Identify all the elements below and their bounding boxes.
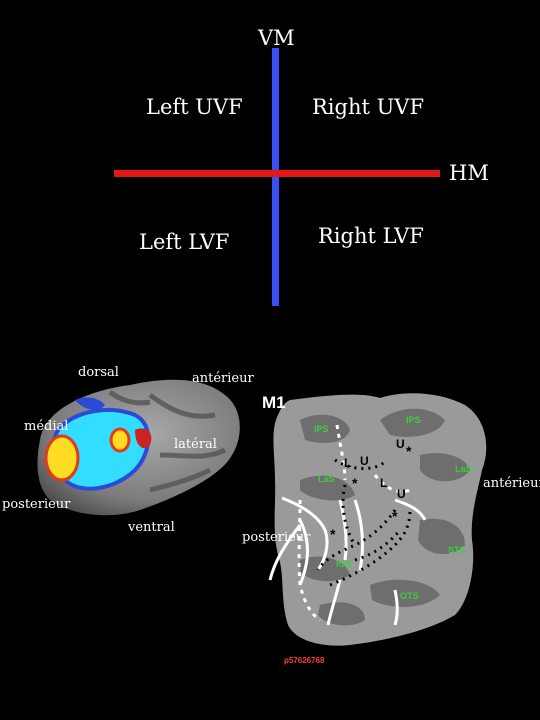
region-sts: STS: [448, 545, 466, 555]
anterior-label-3d: antérieur: [192, 371, 254, 386]
flatmap-white-dotted-lines: [297, 424, 411, 622]
medial-label: médial: [24, 419, 69, 434]
region-l-lower: L: [380, 476, 388, 490]
region-ips-left: IPS: [314, 424, 329, 434]
region-l-upper: L: [344, 456, 352, 470]
hm-label: HM: [449, 161, 489, 185]
flatmap-white-lines: [268, 496, 427, 626]
region-ips-right: IPS: [406, 415, 421, 425]
flatmap-star-3: *: [392, 508, 398, 524]
dorsal-label: dorsal: [78, 365, 119, 380]
lateral-label: latéral: [174, 437, 217, 452]
region-ots: OTS: [400, 591, 419, 601]
right-uvf-label: Right UVF: [312, 95, 425, 119]
right-lvf-label: Right LVF: [318, 224, 424, 248]
flatmap-star-2: *: [352, 475, 358, 491]
flatmap-black-dotted-lines: [316, 458, 412, 587]
region-ios: IOS: [336, 559, 352, 569]
activation-blue-small: [75, 397, 105, 410]
flatmap-title: M1: [262, 393, 286, 412]
image-id: p57626768: [284, 656, 325, 665]
region-u-lower: U: [397, 487, 406, 501]
activation-red: [135, 428, 152, 449]
flatmap-star-4: *: [330, 526, 336, 542]
horizontal-meridian: [114, 170, 440, 177]
ventral-label: ventral: [128, 520, 175, 535]
vm-label: VM: [258, 26, 295, 50]
region-las-left: LaS: [318, 474, 335, 484]
region-u-mid: U: [360, 454, 369, 468]
activation-yellow-2: [109, 427, 131, 453]
left-lvf-label: Left LVF: [139, 230, 230, 254]
activation-yellow-1: [44, 434, 80, 482]
brain-sulci: [108, 389, 227, 493]
region-las-right: LaS: [455, 464, 472, 474]
region-u-top: U: [396, 437, 405, 451]
left-uvf-label: Left UVF: [146, 95, 243, 119]
flatmap-star-1: *: [406, 443, 412, 459]
posterior-label-3d: posterieur: [2, 497, 71, 512]
posterior-label-flat: posterieur: [242, 530, 311, 545]
anterior-label-flat: antérieur: [483, 476, 540, 491]
